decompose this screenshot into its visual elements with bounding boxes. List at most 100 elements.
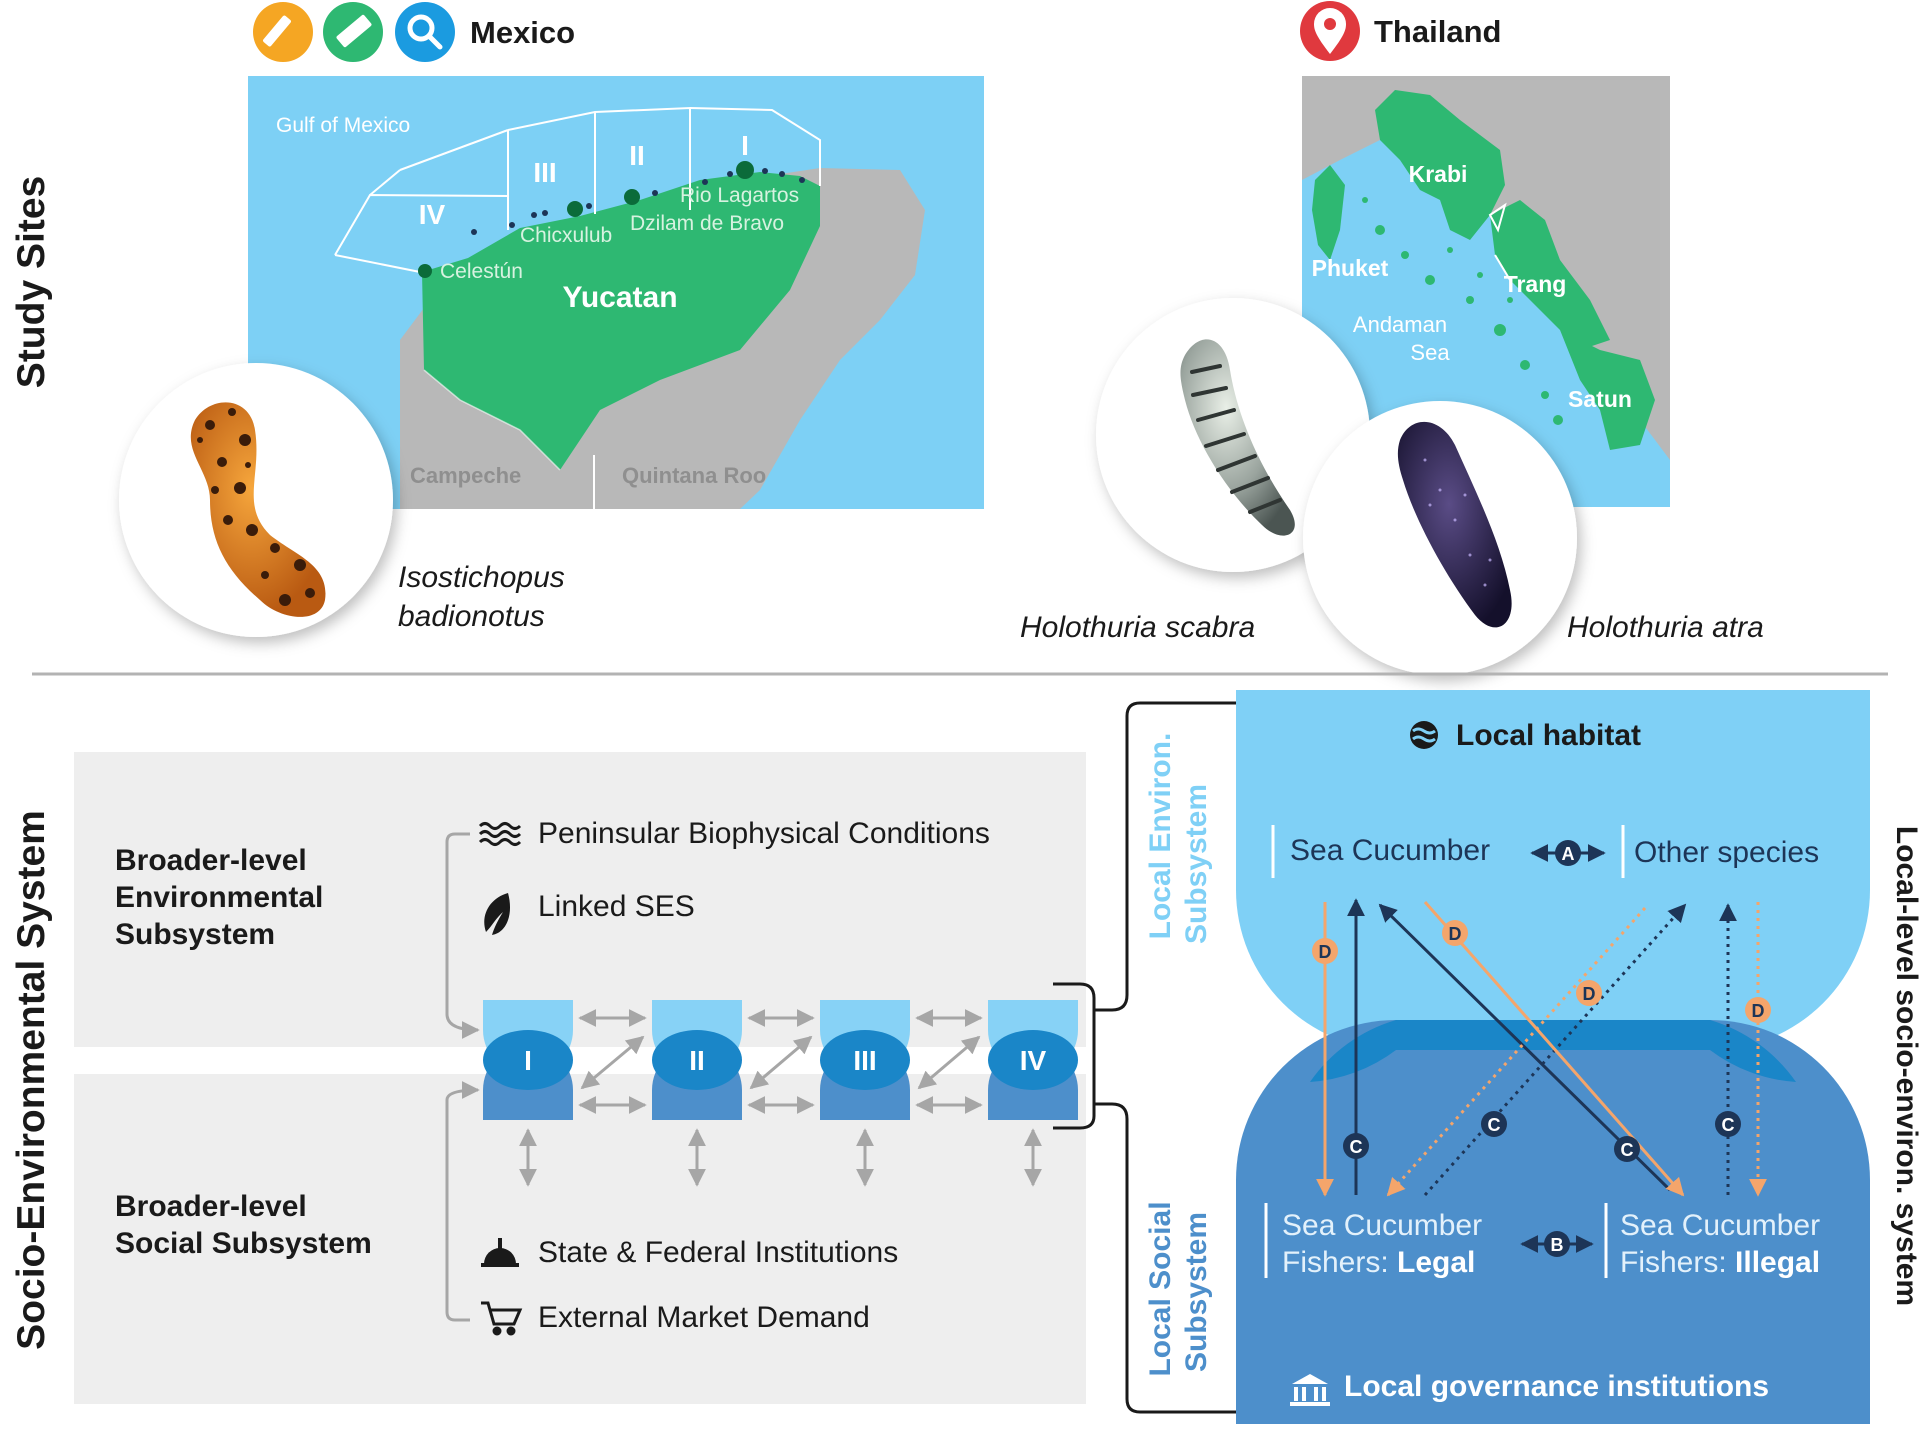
broader-social-line2: Social Subsystem [115, 1227, 372, 1260]
waves-icon [478, 822, 522, 846]
dome-icon [481, 1238, 519, 1267]
local-env-label-1: Local Environ. [1144, 733, 1177, 940]
broader-env-line2: Environmental [115, 881, 323, 914]
badge-D-2-label: D [1449, 924, 1462, 944]
node-illegal-line2: Fishers: Illegal [1620, 1246, 1820, 1279]
coast-sites [418, 161, 754, 278]
leaf-icon [484, 893, 511, 935]
zone-block-II [652, 1000, 742, 1120]
local-env-label-2: Subsystem [1180, 784, 1213, 944]
zone-I-map: I [741, 130, 749, 161]
node-legal-line2: Fishers: Legal [1282, 1246, 1475, 1279]
species-atra: Holothuria atra [1567, 611, 1764, 644]
holothuria-scabra-image [1096, 298, 1370, 572]
broader-social-line1: Broader-level [115, 1190, 307, 1223]
mexico-title: Mexico [470, 15, 575, 50]
env-bracket [445, 832, 480, 1039]
satun [1560, 330, 1655, 450]
species-scabra: Holothuria scabra [1020, 611, 1255, 644]
province-satun: Satun [1568, 386, 1632, 412]
isostichopus-image [119, 363, 393, 637]
zone-label-III: III [853, 1045, 876, 1076]
badge-D-1 [1312, 938, 1338, 964]
badge-A-label: A [1562, 844, 1575, 864]
item-linked-ses: Linked SES [538, 890, 695, 923]
node-illegal-line1: Sea Cucumber [1620, 1209, 1820, 1242]
zone-IV-map: IV [419, 199, 446, 230]
province-phuket: Phuket [1312, 255, 1389, 281]
badge-C-2-label: C [1488, 1115, 1501, 1135]
local-env-shape [1236, 690, 1870, 1050]
place-celestun: Celestún [440, 260, 523, 283]
badge-D-3-label: D [1583, 984, 1596, 1004]
phuket [1312, 165, 1345, 260]
andaman-label-1: Andaman [1353, 312, 1447, 337]
legal-word: Legal [1397, 1246, 1475, 1279]
province-krabi: Krabi [1409, 161, 1468, 187]
badge-D-2 [1442, 920, 1468, 946]
broader-env-line3: Subsystem [115, 918, 275, 951]
place-dzilam: Dzilam de Bravo [630, 212, 784, 235]
node-other-species: Other species [1634, 836, 1819, 869]
gulf-label: Gulf of Mexico [276, 114, 410, 137]
broader-social-panel [74, 1074, 1086, 1404]
badge-C-1-label: C [1350, 1137, 1363, 1157]
zone-III-map: III [533, 157, 556, 188]
state-quintana-roo: Quintana Roo [622, 463, 766, 488]
local-social-shape [1236, 1020, 1870, 1424]
state-campeche: Campeche [410, 463, 521, 488]
holothuria-atra-image [1303, 401, 1577, 675]
badge-C-1 [1343, 1133, 1369, 1159]
overlap-band [1310, 1020, 1796, 1082]
species-isostichopus-2: badionotus [398, 600, 545, 633]
zone-block-III [820, 1000, 910, 1120]
pencil-icon [253, 2, 313, 62]
badge-C-3 [1614, 1136, 1640, 1162]
zone-label-II: II [689, 1045, 705, 1076]
local-habitat: Local habitat [1456, 719, 1641, 752]
connector-env [1094, 701, 1236, 1012]
zone-to-local-bracket [1053, 982, 1096, 1130]
badge-C-4 [1715, 1111, 1741, 1137]
broader-env-line1: Broader-level [115, 844, 307, 877]
zone-block-I [483, 1000, 573, 1120]
item-state-federal: State & Federal Institutions [538, 1236, 898, 1269]
item-peninsular: Peninsular Biophysical Conditions [538, 817, 990, 850]
krabi [1375, 90, 1505, 240]
province-trang: Trang [1504, 271, 1567, 297]
zone-connectors [519, 1009, 1042, 1187]
trang [1490, 200, 1610, 350]
badge-D-4 [1745, 997, 1771, 1023]
badge-C-2 [1481, 1111, 1507, 1137]
socio-env-label: Socio-Environmental System [10, 810, 53, 1350]
species-isostichopus-1: Isostichopus [398, 561, 565, 594]
ruler-icon [323, 2, 383, 62]
item-external-market: External Market Demand [538, 1301, 870, 1334]
study-sites-label: Study Sites [10, 176, 53, 388]
local-social-label-2: Subsystem [1180, 1212, 1213, 1372]
badge-D-4-label: D [1752, 1001, 1765, 1021]
social-bracket [445, 1081, 480, 1322]
search-icon [395, 2, 455, 62]
badge-D-1-label: D [1319, 942, 1332, 962]
zone-II-map: II [629, 140, 645, 171]
zone-label-IV: IV [1020, 1045, 1047, 1076]
andaman-label-2: Sea [1410, 340, 1450, 365]
node-legal-line1: Sea Cucumber [1282, 1209, 1482, 1242]
yucatan-land [422, 172, 820, 470]
connector-social [1094, 1102, 1236, 1414]
badge-C-4-label: C [1722, 1115, 1735, 1135]
thailand-title: Thailand [1374, 14, 1501, 49]
local-level-label: Local-level socio-environ. system [1890, 826, 1920, 1306]
place-rio-lagartos: Rio Lagartos [680, 184, 799, 207]
cart-icon [481, 1301, 523, 1336]
illegal-word: Illegal [1735, 1246, 1820, 1279]
place-chicxulub: Chicxulub [520, 224, 612, 247]
map-pin-icon [1300, 1, 1360, 61]
zone-block-IV [988, 1000, 1078, 1120]
badge-C-3-label: C [1621, 1140, 1634, 1160]
institution-icon [1290, 1374, 1330, 1406]
badge-B [1544, 1231, 1570, 1257]
